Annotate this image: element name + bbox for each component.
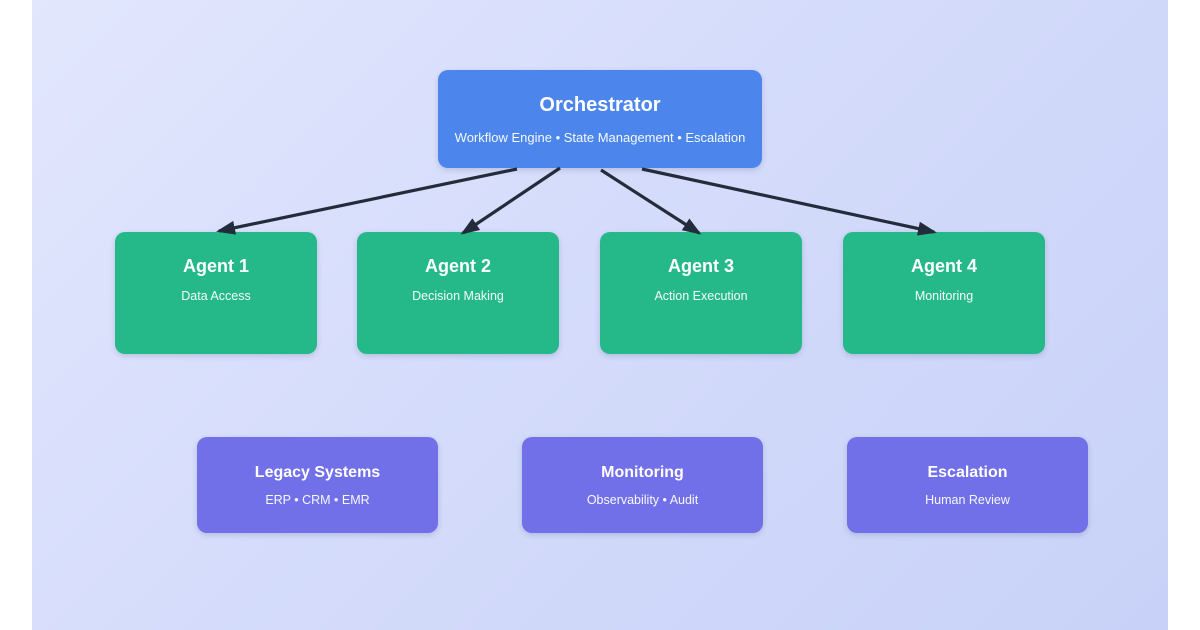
diagram-background: Orchestrator Workflow Engine • State Man… bbox=[32, 0, 1168, 630]
agent-1-node: Agent 1 Data Access bbox=[115, 232, 317, 354]
arrow-orchestrator-to-agent-3 bbox=[600, 168, 702, 235]
agent-3-title: Agent 3 bbox=[667, 256, 734, 276]
agent-3-node: Agent 3 Action Execution bbox=[600, 232, 802, 354]
escalation-node: Escalation Human Review bbox=[847, 437, 1088, 533]
agent-4-node: Agent 4 Monitoring bbox=[843, 232, 1045, 354]
orchestrator-subtitle: Workflow Engine • State Management • Esc… bbox=[454, 129, 746, 145]
escalation-subtitle: Human Review bbox=[925, 492, 1010, 507]
escalation-title: Escalation bbox=[927, 463, 1008, 481]
agent-4-title: Agent 4 bbox=[910, 256, 977, 276]
monitoring-title: Monitoring bbox=[601, 463, 684, 481]
agent-3-subtitle: Action Execution bbox=[654, 289, 748, 303]
agent-2-title: Agent 2 bbox=[424, 256, 491, 276]
arrow-orchestrator-to-agent-2 bbox=[460, 166, 561, 235]
legacy-systems-node: Legacy Systems ERP • CRM • EMR bbox=[197, 437, 438, 533]
agent-4-subtitle: Monitoring bbox=[914, 289, 974, 303]
agent-1-subtitle: Data Access bbox=[181, 289, 251, 303]
orchestrator-title: Orchestrator bbox=[539, 93, 661, 116]
legacy-systems-title: Legacy Systems bbox=[254, 463, 381, 481]
agent-1-title: Agent 1 bbox=[182, 256, 249, 276]
agent-2-subtitle: Decision Making bbox=[412, 289, 504, 303]
orchestrator-node: Orchestrator Workflow Engine • State Man… bbox=[438, 70, 762, 168]
monitoring-node: Monitoring Observability • Audit bbox=[522, 437, 763, 533]
agent-2-node: Agent 2 Decision Making bbox=[357, 232, 559, 354]
monitoring-subtitle: Observability • Audit bbox=[586, 492, 699, 507]
arrow-orchestrator-to-agent-1 bbox=[216, 167, 518, 235]
legacy-systems-subtitle: ERP • CRM • EMR bbox=[265, 492, 370, 507]
arrow-orchestrator-to-agent-4 bbox=[641, 167, 937, 236]
